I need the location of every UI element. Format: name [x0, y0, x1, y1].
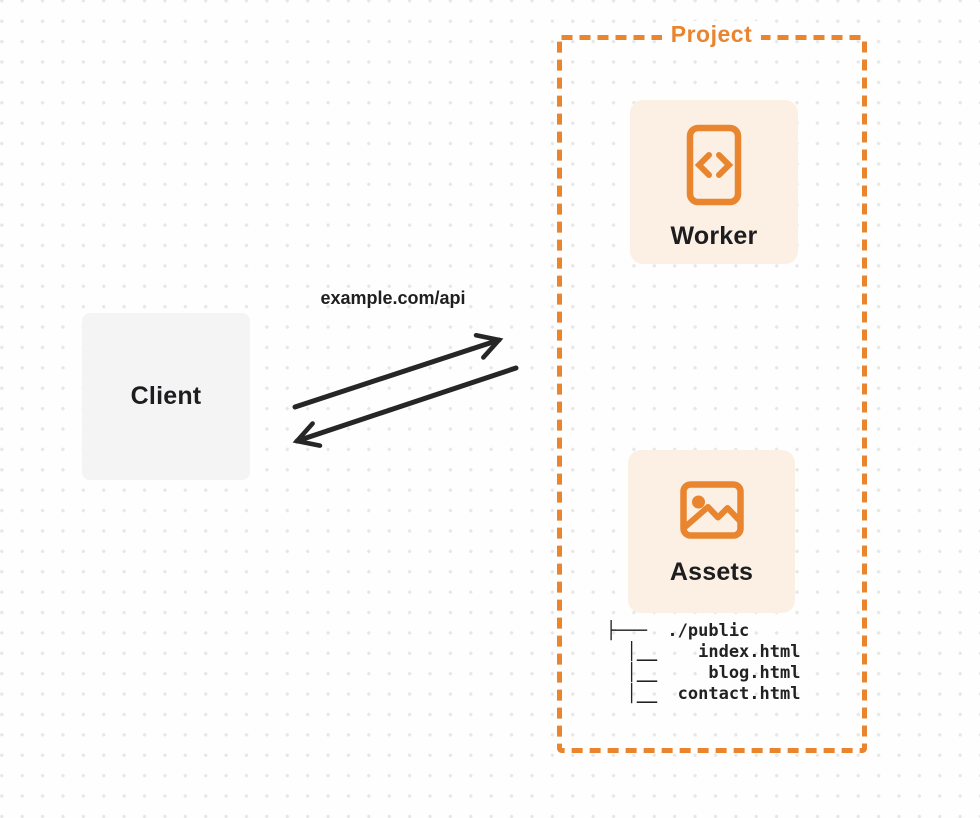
response-arrow [292, 365, 519, 448]
client-node: Client [82, 313, 250, 480]
file-tree-root: ├─── ./public [606, 621, 750, 641]
file-tree-item-contact: │__ contact.html [606, 684, 801, 704]
code-file-icon [686, 124, 742, 206]
file-tree-item-blog: │__ blog.html [606, 663, 801, 683]
worker-label: Worker [670, 222, 758, 250]
client-label: Client [130, 382, 202, 410]
image-icon [679, 481, 744, 539]
request-url-label: example.com/api [320, 288, 466, 308]
request-arrow [292, 332, 504, 410]
assets-node: Assets [628, 450, 795, 613]
worker-node: Worker [630, 100, 798, 264]
assets-label: Assets [669, 558, 754, 586]
file-tree: ├─── ./public │__ index.html │__ blog.ht… [606, 621, 800, 705]
file-tree-item-index: │__ index.html [606, 642, 801, 662]
